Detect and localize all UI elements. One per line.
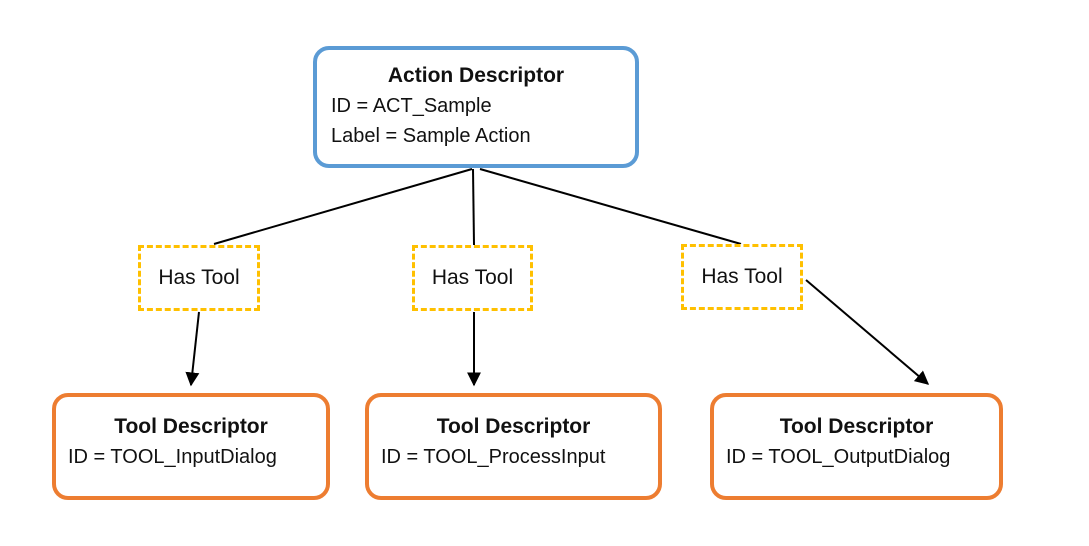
- action-descriptor-box: Action Descriptor ID = ACT_Sample Label …: [313, 46, 639, 168]
- tool-descriptor-title-2: Tool Descriptor: [436, 415, 591, 438]
- edge-action-to-relation-3: [479, 168, 742, 245]
- has-tool-label-1: Has Tool: [158, 266, 240, 289]
- tool-descriptor-box-2: Tool Descriptor ID = TOOL_ProcessInput: [365, 393, 662, 500]
- edge-action-to-relation-1: [213, 168, 473, 245]
- tool-descriptor-box-3: Tool Descriptor ID = TOOL_OutputDialog: [710, 393, 1003, 500]
- edge-action-to-relation-2: [472, 168, 475, 246]
- has-tool-label-3: Has Tool: [701, 265, 783, 288]
- tool-descriptor-id-2: ID = TOOL_ProcessInput: [381, 446, 606, 468]
- arrow-relation-3-to-tool-3: [805, 279, 930, 385]
- tool-descriptor-box-1: Tool Descriptor ID = TOOL_InputDialog: [52, 393, 330, 500]
- tool-descriptor-id-1: ID = TOOL_InputDialog: [68, 446, 277, 468]
- action-descriptor-title: Action Descriptor: [387, 64, 565, 87]
- action-descriptor-id: ID = ACT_Sample: [331, 95, 492, 117]
- has-tool-box-1: Has Tool: [138, 245, 260, 311]
- tool-descriptor-id-3: ID = TOOL_OutputDialog: [726, 446, 951, 468]
- arrow-relation-1-to-tool-1: [185, 311, 200, 387]
- tool-descriptor-title-1: Tool Descriptor: [114, 415, 268, 438]
- has-tool-box-3: Has Tool: [681, 244, 803, 310]
- tool-descriptor-title-3: Tool Descriptor: [779, 415, 934, 438]
- action-descriptor-label: Label = Sample Action: [331, 125, 531, 147]
- has-tool-label-2: Has Tool: [431, 266, 514, 289]
- has-tool-box-2: Has Tool: [412, 245, 533, 311]
